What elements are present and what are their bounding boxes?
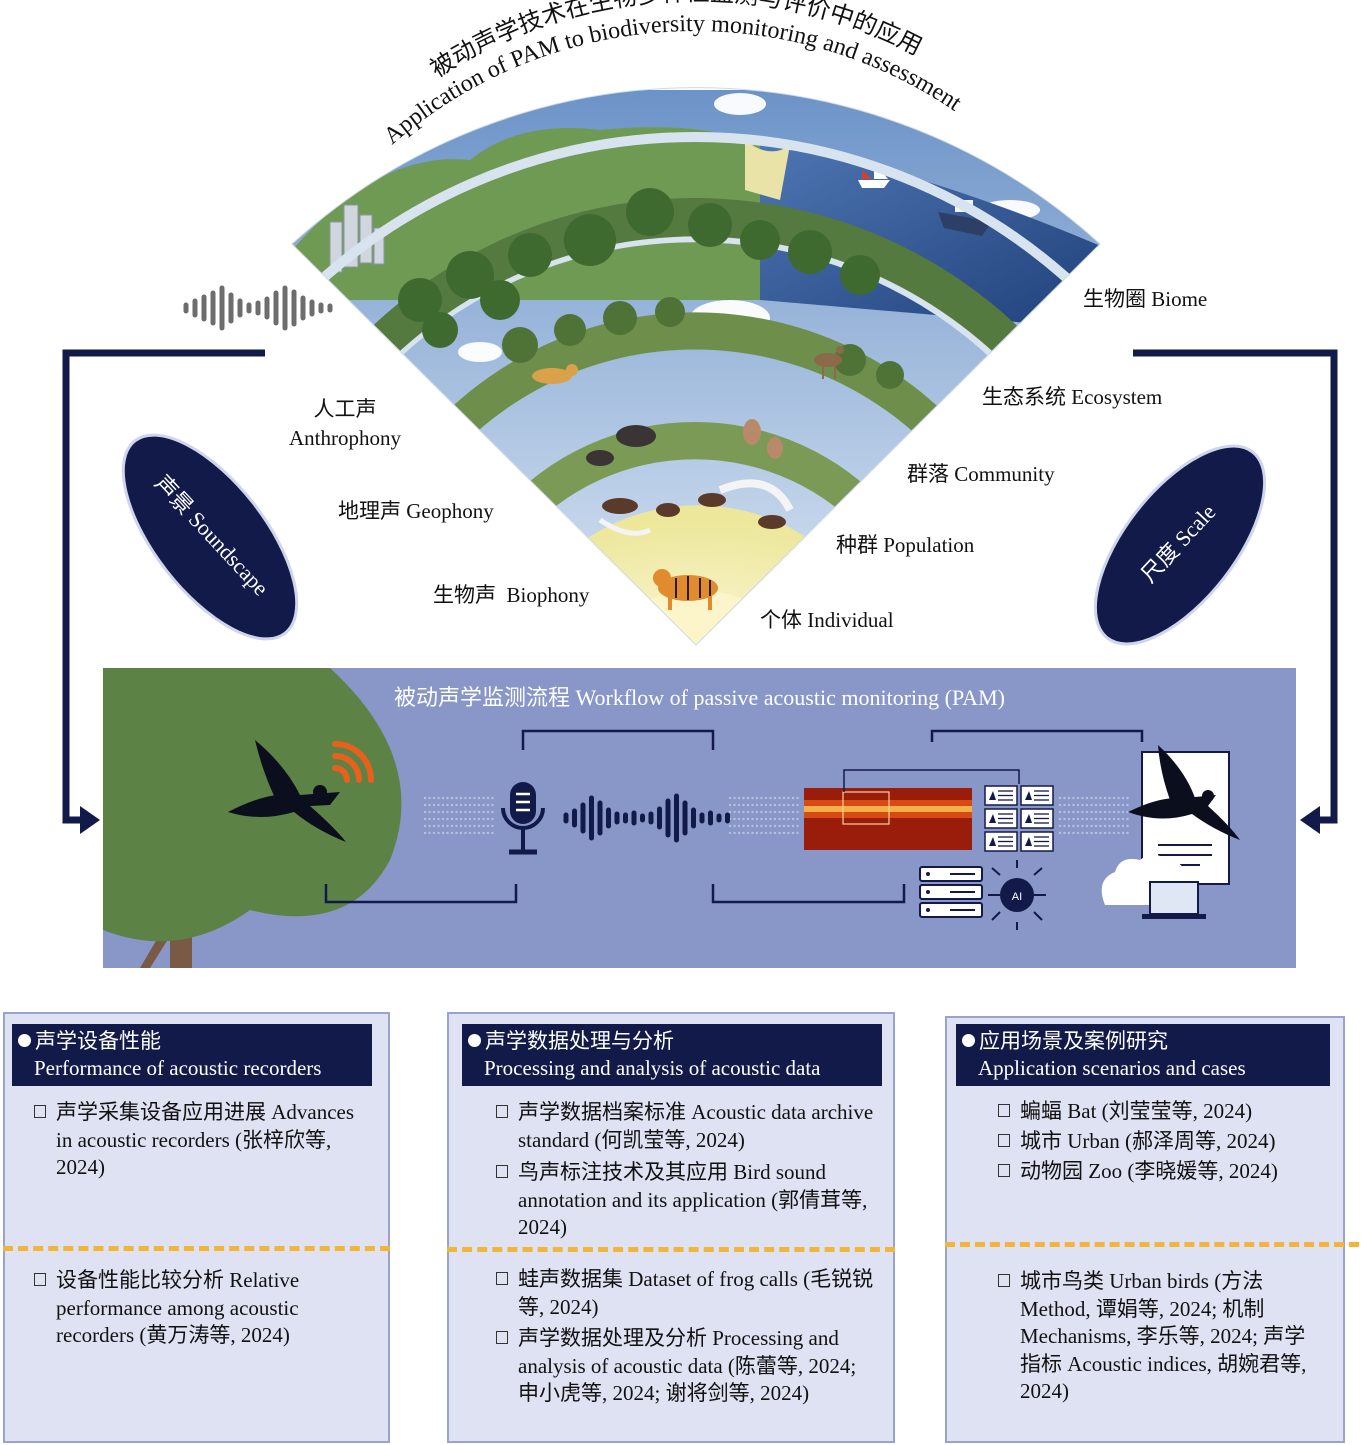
list-item: 鸟声标注技术及其应用 Bird sound annotation and its… <box>496 1159 881 1242</box>
pheasant-icon <box>598 479 794 536</box>
scale-level-individual: 个体 Individual <box>760 608 894 632</box>
leopard-icon <box>532 364 578 384</box>
scale-arrow <box>1133 349 1338 824</box>
panel-3-header: 应用场景及案例研究 Application scenarios and case… <box>956 1024 1330 1086</box>
panel-application-scenarios <box>945 1016 1345 1443</box>
scale-level-ecosystem: 生态系统 Ecosystem <box>982 385 1163 409</box>
workflow-brackets <box>324 729 1144 904</box>
ai-chip-icon: AI <box>988 860 1046 930</box>
checkbox-icon <box>496 1331 508 1344</box>
tiger-icon <box>653 569 718 610</box>
sound-source-geophony: 地理声 Geophony <box>338 499 494 523</box>
dotted-connector <box>423 796 1129 835</box>
workflow-title: 被动声学监测流程 Workflow of passive acoustic mo… <box>394 685 1005 710</box>
checkbox-icon <box>496 1105 508 1118</box>
sound-source-biophony: 生物声 Biophony <box>433 583 590 607</box>
checkbox-icon <box>496 1272 508 1285</box>
checkbox-icon <box>998 1274 1010 1287</box>
boar-icon <box>586 425 656 466</box>
checkbox-icon <box>998 1164 1010 1177</box>
list-item: 城市鸟类 Urban birds (方法 Method, 谭娟等, 2024; … <box>998 1268 1313 1406</box>
list-item: 城市 Urban (郝泽周等, 2024) <box>998 1128 1338 1156</box>
forest-trees <box>398 188 880 348</box>
spectrogram-icon <box>804 769 1020 850</box>
arrow-head-right <box>1300 806 1320 834</box>
arrow-head-left <box>80 806 100 834</box>
divider <box>447 1247 895 1252</box>
microphone-icon <box>501 782 545 855</box>
bird-silhouette-icon <box>228 740 346 842</box>
annotation-cards-icon <box>984 785 1054 852</box>
deer-icon <box>814 346 844 379</box>
list-item: 声学采集设备应用进展 Advances in acoustic recorder… <box>34 1099 369 1182</box>
list-item: 声学数据处理及分析 Processing and analysis of aco… <box>496 1325 866 1408</box>
scale-level-biome: 生物圈 Biome <box>1083 287 1208 311</box>
kangaroo-icon <box>743 419 783 459</box>
waveform-icon <box>563 793 730 843</box>
checkbox-icon <box>998 1134 1010 1147</box>
fan-illustration <box>292 90 1100 646</box>
scale-level-community: 群落 Community <box>907 462 1055 486</box>
biodiversity-scale-fan: 被动声学技术在生物多样性监测与评价中的应用 Application of PAM… <box>62 0 1338 968</box>
scale-ellipse: 尺度 Scale <box>1093 444 1267 646</box>
soundscape-arrow <box>62 349 265 824</box>
checkbox-icon <box>496 1165 508 1178</box>
divider <box>945 1242 1359 1247</box>
list-item: 设备性能比较分析 Relative performance among acou… <box>34 1267 354 1350</box>
server-icon <box>919 866 983 918</box>
checkbox-icon <box>34 1273 46 1286</box>
soundwave-icon <box>183 285 333 331</box>
ai-chip-label: AI <box>1012 891 1022 903</box>
divider <box>3 1246 390 1251</box>
scale-level-population: 种群 Population <box>836 533 975 557</box>
laptop-icon <box>1142 881 1206 919</box>
list-item: 蛙声数据集 Dataset of frog calls (毛锐锐等, 2024) <box>496 1266 876 1321</box>
panel-1-header: 声学设备性能 Performance of acoustic recorders <box>12 1024 372 1086</box>
checkbox-icon <box>34 1105 46 1118</box>
list-item: 蝙蝠 Bat (刘莹莹等, 2024) <box>998 1098 1338 1126</box>
sound-emission-icon <box>332 741 374 783</box>
list-item: 声学数据档案标准 Acoustic data archive standard … <box>496 1099 876 1154</box>
panel-2-header: 声学数据处理与分析 Processing and analysis of aco… <box>462 1024 882 1086</box>
list-item: 动物园 Zoo (李晓媛等, 2024) <box>998 1158 1338 1186</box>
checkbox-icon <box>998 1104 1010 1117</box>
